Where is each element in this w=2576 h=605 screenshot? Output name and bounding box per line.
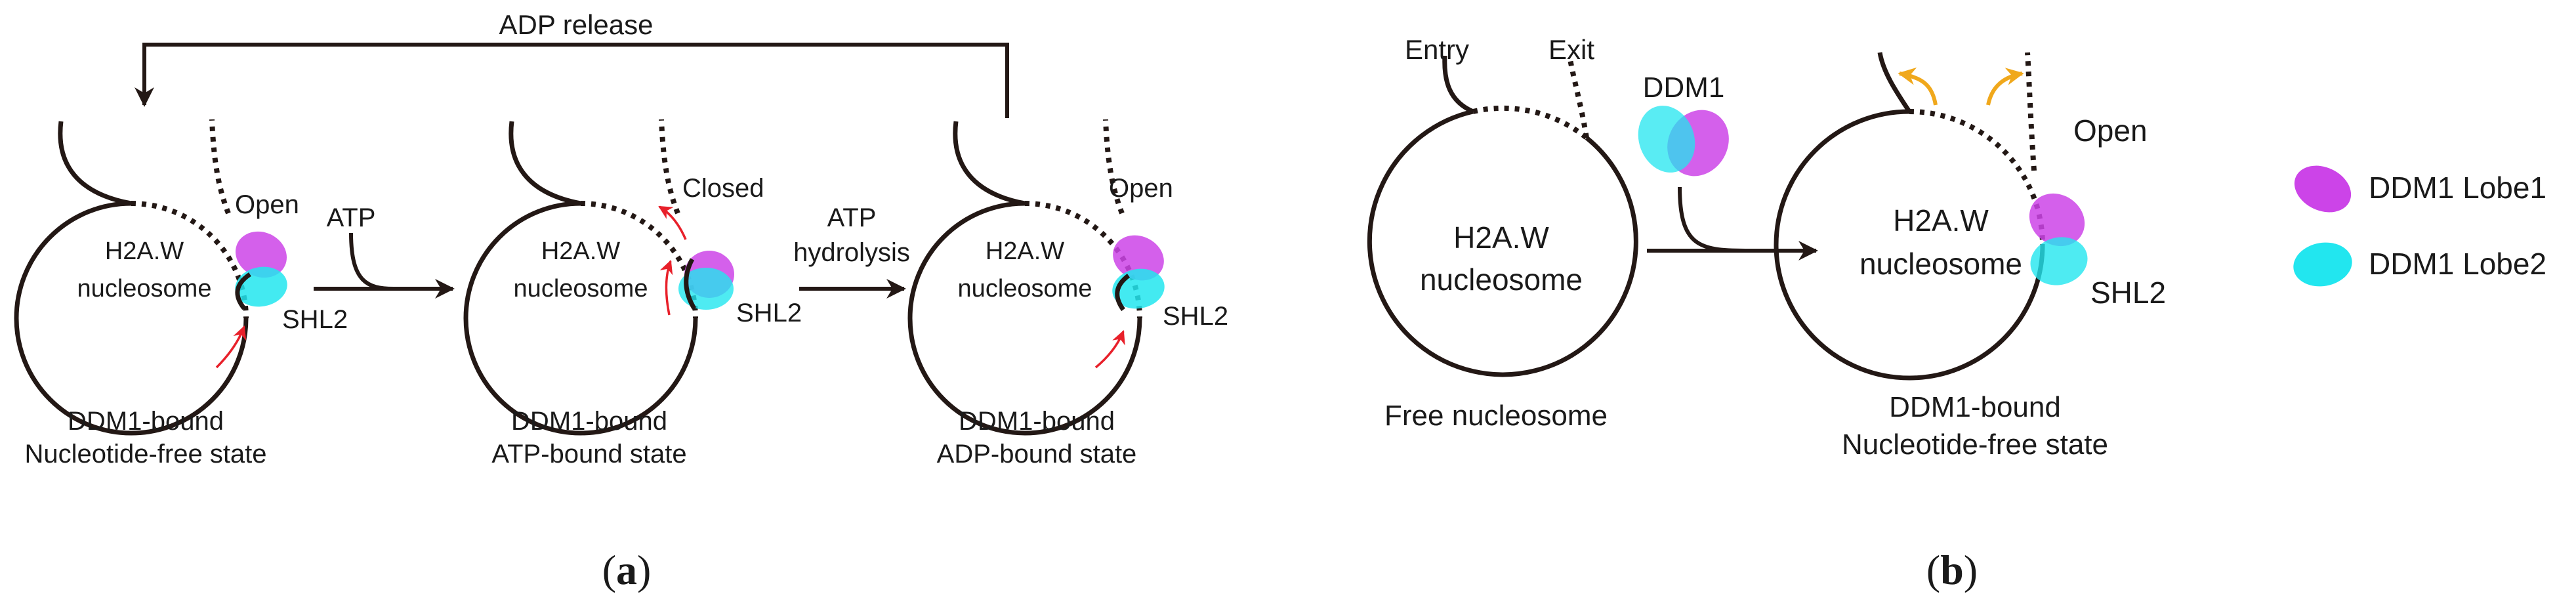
exit-dna-strand bbox=[2025, 52, 2037, 171]
panel-a: ADP release H2A.W nucleosome Open SHL2 D… bbox=[14, 9, 1228, 593]
caption-line1: DDM1-bound bbox=[1889, 391, 2061, 423]
exit-label: Exit bbox=[1548, 34, 1594, 65]
exit-dna-strand bbox=[659, 119, 680, 215]
legend-lobe2-label: DDM1 Lobe2 bbox=[2369, 247, 2546, 281]
opening-arrow-left bbox=[1898, 67, 1938, 106]
exit-dna-strand bbox=[1567, 55, 1589, 138]
state-atp-bound: H2A.W nucleosome Closed SHL2 DDM1-bound … bbox=[463, 119, 802, 469]
ddm1-bound-nucleosome: Open SHL2 H2A.W nucleosome DDM1-bound Nu… bbox=[1774, 52, 2166, 461]
ddm1-binding-transition: DDM1 bbox=[1638, 72, 1818, 261]
exit-dna-strand bbox=[1103, 119, 1125, 215]
caption-line1: DDM1-bound bbox=[68, 407, 224, 436]
nucleosome-label-line1: H2A.W bbox=[541, 238, 620, 265]
nucleosome-dna-solid bbox=[14, 201, 249, 436]
nucleosome-label-line2: nucleosome bbox=[1859, 247, 2022, 281]
nucleosome-dna-solid bbox=[1367, 109, 1638, 377]
nucleosome-label-line1: H2A.W bbox=[105, 238, 184, 265]
site-label-shl2: SHL2 bbox=[282, 305, 348, 334]
state-label-open: Open bbox=[235, 190, 299, 219]
panel-label-a: (a) bbox=[602, 547, 652, 593]
atp-label: ATP bbox=[827, 203, 877, 232]
red-arrow-lower bbox=[659, 260, 673, 316]
nucleosome-dna-dotted bbox=[1024, 201, 1142, 319]
legend-lobe2-swatch bbox=[2293, 242, 2352, 287]
shl2-dna-bulge bbox=[684, 258, 697, 310]
red-translocation-arrow bbox=[215, 325, 247, 369]
site-label-shl2: SHL2 bbox=[736, 299, 802, 327]
ddm1-binding-curve bbox=[1678, 186, 1746, 253]
entry-dna-strand bbox=[509, 121, 581, 206]
nucleosome-label-line1: H2A.W bbox=[986, 238, 1064, 265]
nucleosome-dna-solid bbox=[463, 201, 698, 436]
nucleosome-label-line2: nucleosome bbox=[1420, 262, 1583, 297]
entry-dna-strand bbox=[58, 121, 132, 206]
free-nucleosome-caption: Free nucleosome bbox=[1384, 400, 1608, 432]
transition-atp-hydrolysis: ATP hydrolysis bbox=[793, 203, 910, 299]
nucleosome-label-line2: nucleosome bbox=[77, 275, 212, 302]
state-label-open: Open bbox=[2073, 114, 2148, 148]
state-nucleotide-free: H2A.W nucleosome Open SHL2 DDM1-bound Nu… bbox=[14, 119, 348, 469]
ddm1-lobe1 bbox=[2029, 193, 2085, 247]
adp-release-label: ADP release bbox=[499, 9, 653, 40]
ddm1-lobe2 bbox=[678, 268, 734, 310]
legend-lobe1-swatch bbox=[2294, 165, 2352, 213]
entry-label: Entry bbox=[1405, 34, 1469, 65]
opening-arrow-right bbox=[1986, 68, 2024, 106]
legend-lobe1-label: DDM1 Lobe1 bbox=[2369, 171, 2546, 205]
nucleosome-dna-dotted bbox=[1472, 105, 1589, 140]
shl2-dna-bulge bbox=[1115, 274, 1131, 312]
site-label-shl2: SHL2 bbox=[1163, 302, 1228, 331]
free-nucleosome: Entry Exit H2A.W nucleosome Free nucleos… bbox=[1367, 34, 1638, 432]
state-label-open: Open bbox=[1109, 174, 1173, 203]
nucleosome-dna-solid bbox=[907, 201, 1142, 436]
entry-dna-strand bbox=[1877, 52, 1911, 113]
ddm1-lobe2 bbox=[1638, 106, 1695, 173]
ddm1-label: DDM1 bbox=[1643, 72, 1725, 104]
caption-line1: DDM1-bound bbox=[511, 407, 667, 436]
caption-line2: ADP-bound state bbox=[937, 440, 1137, 469]
nucleosome-label-line2: nucleosome bbox=[514, 275, 648, 302]
nucleosome-dna-solid bbox=[1774, 109, 2045, 381]
nucleosome-dna-dotted bbox=[580, 201, 698, 319]
nucleosome-label-line1: H2A.W bbox=[1453, 220, 1549, 255]
ddm1-lobe2 bbox=[2030, 237, 2088, 285]
transition-atp-binding: ATP bbox=[314, 203, 455, 299]
panel-b: Entry Exit H2A.W nucleosome Free nucleos… bbox=[1367, 34, 2546, 593]
atp-curve bbox=[349, 232, 394, 291]
caption-line2: Nucleotide-free state bbox=[1842, 428, 2108, 461]
nucleosome-label-line1: H2A.W bbox=[1893, 203, 1989, 238]
nucleosome-dna-dotted bbox=[131, 201, 249, 319]
ddm1-lobe1 bbox=[236, 231, 287, 278]
red-translocation-arrow bbox=[1094, 330, 1125, 369]
entry-dna-strand bbox=[1442, 55, 1474, 114]
red-arrow-upper bbox=[658, 205, 687, 240]
exit-dna-strand bbox=[209, 119, 231, 215]
state-adp-bound: H2A.W nucleosome Open SHL2 DDM1-bound AD… bbox=[907, 119, 1228, 469]
legend: DDM1 Lobe1 DDM1 Lobe2 bbox=[2293, 165, 2546, 287]
shl2-dna-bulge bbox=[235, 272, 252, 310]
panel-label-b: (b) bbox=[1926, 547, 1978, 593]
hydrolysis-label: hydrolysis bbox=[793, 238, 910, 267]
ddm1-lobe1 bbox=[1113, 235, 1164, 281]
atp-label: ATP bbox=[327, 203, 376, 232]
entry-dna-strand bbox=[953, 121, 1026, 206]
caption-line1: DDM1-bound bbox=[959, 407, 1115, 436]
state-label-closed: Closed bbox=[682, 174, 764, 203]
caption-line2: ATP-bound state bbox=[491, 440, 686, 469]
adp-release-arrow bbox=[135, 43, 1009, 118]
caption-line2: Nucleotide-free state bbox=[24, 440, 266, 469]
nucleosome-label-line2: nucleosome bbox=[958, 275, 1092, 302]
site-label-shl2: SHL2 bbox=[2090, 276, 2166, 310]
